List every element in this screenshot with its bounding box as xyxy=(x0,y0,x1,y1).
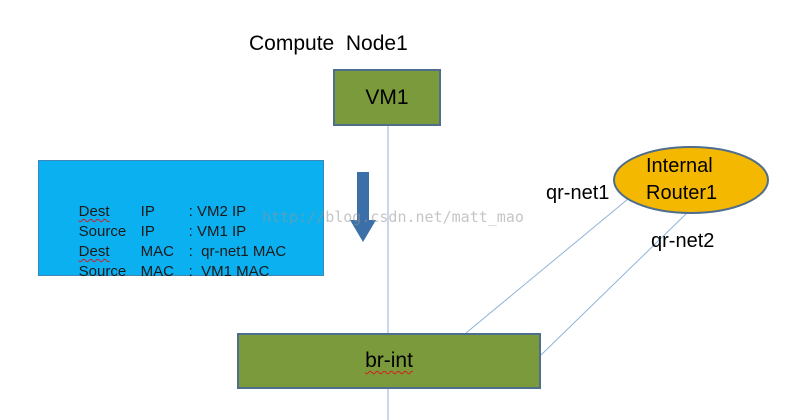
packet-value: : VM1 IP xyxy=(188,223,247,240)
packet-type: IP xyxy=(140,223,155,240)
down-arrow-icon xyxy=(350,172,376,242)
qr-net2-link xyxy=(540,211,689,356)
router-ellipse xyxy=(613,146,769,214)
packet-type: MAC xyxy=(140,243,175,260)
packet-row: Source MAC : VM1 MAC xyxy=(62,243,270,300)
packet-row: Source IP : VM1 IP xyxy=(62,203,247,260)
packet-value: : qr-net1 MAC xyxy=(188,243,287,260)
router-label[interactable]: Internal Router1 xyxy=(646,153,746,207)
br-int-bridge[interactable]: br-int xyxy=(237,333,541,389)
compute-node-title: Compute Node1 xyxy=(249,32,408,55)
watermark: http://blog.csdn.net/matt_mao xyxy=(262,208,524,226)
qr-net2-label: qr-net2 xyxy=(651,230,715,252)
vm1-node[interactable]: VM1 xyxy=(333,69,441,126)
packet-field: Source xyxy=(78,223,127,240)
packet-field: Source xyxy=(78,263,127,280)
router-label-line1: Internal xyxy=(646,155,713,177)
packet-value: : VM1 MAC xyxy=(188,263,270,280)
packet-field: Dest xyxy=(78,203,110,220)
packet-value: : VM2 IP xyxy=(188,203,247,220)
router-label-line2: Router1 xyxy=(646,182,718,204)
qr-net1-label: qr-net1 xyxy=(546,182,610,204)
vm1-label: VM1 xyxy=(365,85,409,109)
packet-type: IP xyxy=(140,203,155,220)
packet-type: MAC xyxy=(140,263,175,280)
packet-field: Dest xyxy=(78,243,110,260)
qr-net1-link xyxy=(465,198,629,334)
br-int-label: br-int xyxy=(365,349,413,372)
